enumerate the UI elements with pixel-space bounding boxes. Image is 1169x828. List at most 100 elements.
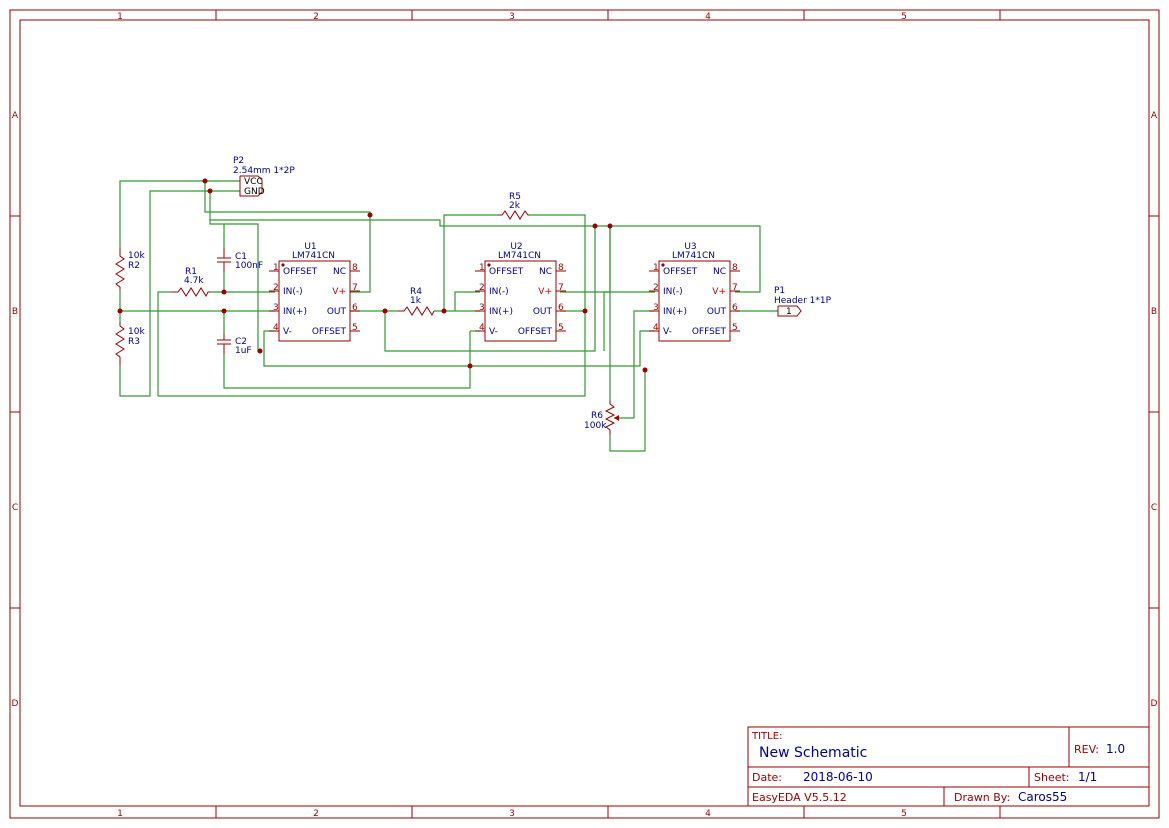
- opamp-pin-name: IN(-): [283, 287, 303, 297]
- junctions: [117, 178, 648, 373]
- r1-value: 4.7k: [184, 276, 204, 286]
- p2-pin-vcc: VCC: [244, 177, 263, 187]
- opamp-pin-number: 2: [653, 283, 659, 293]
- wire-gnd[interactable]: [119, 190, 240, 397]
- resistor-r5[interactable]: R5 2k: [498, 192, 530, 220]
- junction: [367, 212, 373, 218]
- opamp-pin-name: V-: [663, 327, 672, 337]
- date-value: 2018-06-10: [803, 770, 873, 784]
- opamp-pin-number: 6: [352, 303, 358, 313]
- resistor-r4[interactable]: R4 1k: [398, 287, 435, 317]
- opamp-pin-number: 1: [653, 263, 659, 273]
- r5-ref: R5: [509, 192, 521, 202]
- sheet-frame: 1 2 3 4 5 1 2 3 4 5 A B C D A B C D: [9, 9, 1160, 819]
- opamp-pin-number: 3: [479, 303, 485, 313]
- junction: [582, 308, 588, 314]
- col-label-3: 3: [509, 12, 515, 22]
- opamp-value: LM741CN: [498, 251, 541, 261]
- row-label-b-right: B: [1151, 307, 1157, 317]
- p2-ref: P2: [233, 156, 244, 166]
- junction: [221, 289, 227, 295]
- rev-label: REV:: [1074, 743, 1099, 756]
- r4-value: 1k: [410, 296, 422, 306]
- opamp-pin-name: V+: [538, 287, 552, 297]
- col-label-2-bottom: 2: [313, 809, 319, 819]
- opamp-pin-number: 8: [732, 263, 738, 273]
- pin1-marker-icon: [487, 263, 491, 267]
- opamp-body: [658, 260, 731, 342]
- p1-pin-1: 1: [786, 307, 792, 317]
- opamp-pin-name: V+: [712, 287, 726, 297]
- opamp-pin-name: IN(+): [489, 307, 513, 317]
- opamp-pin-name: OUT: [327, 307, 347, 317]
- opamp-pin-number: 6: [732, 303, 738, 313]
- r6-value: 100k: [584, 421, 607, 431]
- junction: [117, 308, 123, 314]
- r2-ref: R2: [128, 261, 140, 271]
- opamp-pin-name: OFFSET: [489, 267, 524, 277]
- opamp-value: LM741CN: [292, 251, 335, 261]
- opamp-pin-name: OFFSET: [283, 267, 318, 277]
- row-label-a-right: A: [1151, 111, 1158, 121]
- connector-p2[interactable]: P2 2.54mm 1*2P VCC GND: [233, 156, 295, 197]
- col-label-5: 5: [901, 12, 907, 22]
- r1-ref: R1: [185, 267, 197, 277]
- opamp-pin-number: 3: [273, 303, 279, 313]
- connector-p1[interactable]: P1 Header 1*1P 1: [774, 286, 832, 317]
- opamp-value: LM741CN: [672, 251, 715, 261]
- opamp-pin-number: 5: [732, 323, 738, 333]
- rev-value: 1.0: [1106, 742, 1125, 756]
- junction: [221, 308, 227, 314]
- r5-value: 2k: [509, 201, 521, 211]
- junction: [382, 308, 388, 314]
- junction: [257, 348, 263, 354]
- opamp-ref: U2: [510, 242, 522, 252]
- opamp-pin-number: 4: [479, 323, 485, 333]
- col-label-3-bottom: 3: [509, 809, 515, 819]
- wires: [119, 180, 778, 452]
- junction: [592, 223, 598, 229]
- opamp-pin-name: IN(-): [663, 287, 683, 297]
- sheet-value: 1/1: [1078, 770, 1097, 784]
- junction: [207, 188, 213, 194]
- c1-ref: C1: [235, 252, 247, 262]
- opamp-pin-number: 5: [352, 323, 358, 333]
- junction: [642, 367, 648, 373]
- r3-ref: R3: [128, 337, 140, 347]
- row-label-c: C: [12, 503, 18, 513]
- opamp-pin-name: OFFSET: [312, 327, 347, 337]
- opamp-pin-name: V-: [283, 327, 292, 337]
- opamp-pin-name: OUT: [533, 307, 553, 317]
- potentiometer-r6[interactable]: R6 100k: [584, 400, 619, 435]
- opamp-pin-number: 7: [558, 283, 564, 293]
- col-label-1-bottom: 1: [117, 809, 123, 819]
- capacitor-c2[interactable]: C2 1uF: [217, 333, 252, 356]
- junction: [467, 363, 473, 369]
- row-label-b: B: [12, 307, 18, 317]
- r6-ref: R6: [591, 411, 603, 421]
- opamp-pin-number: 2: [273, 283, 279, 293]
- junction: [607, 223, 613, 229]
- resistor-r2[interactable]: 10k R2: [115, 248, 145, 290]
- title-block: TITLE: New Schematic REV: 1.0 Date: 2018…: [747, 726, 1150, 807]
- opamp-pin-name: V-: [489, 327, 498, 337]
- opamp-pin-number: 5: [558, 323, 564, 333]
- wire-vcc[interactable]: [119, 180, 240, 248]
- opamp-pin-number: 1: [273, 263, 279, 273]
- row-label-d-right: D: [1151, 699, 1158, 709]
- opamp-pin-name: OFFSET: [692, 327, 727, 337]
- opamp-pin-name: NC: [713, 267, 726, 277]
- junction: [202, 178, 208, 184]
- junction: [441, 308, 447, 314]
- resistor-r1[interactable]: R1 4.7k: [172, 267, 210, 298]
- capacitor-c1[interactable]: C1 100nF: [217, 248, 263, 272]
- r4-ref: R4: [410, 287, 422, 297]
- resistor-r3[interactable]: 10k R3: [115, 322, 145, 366]
- sheet-label: Sheet:: [1034, 771, 1070, 784]
- col-label-4-bottom: 4: [705, 809, 711, 819]
- opamp-pin-number: 4: [273, 323, 279, 333]
